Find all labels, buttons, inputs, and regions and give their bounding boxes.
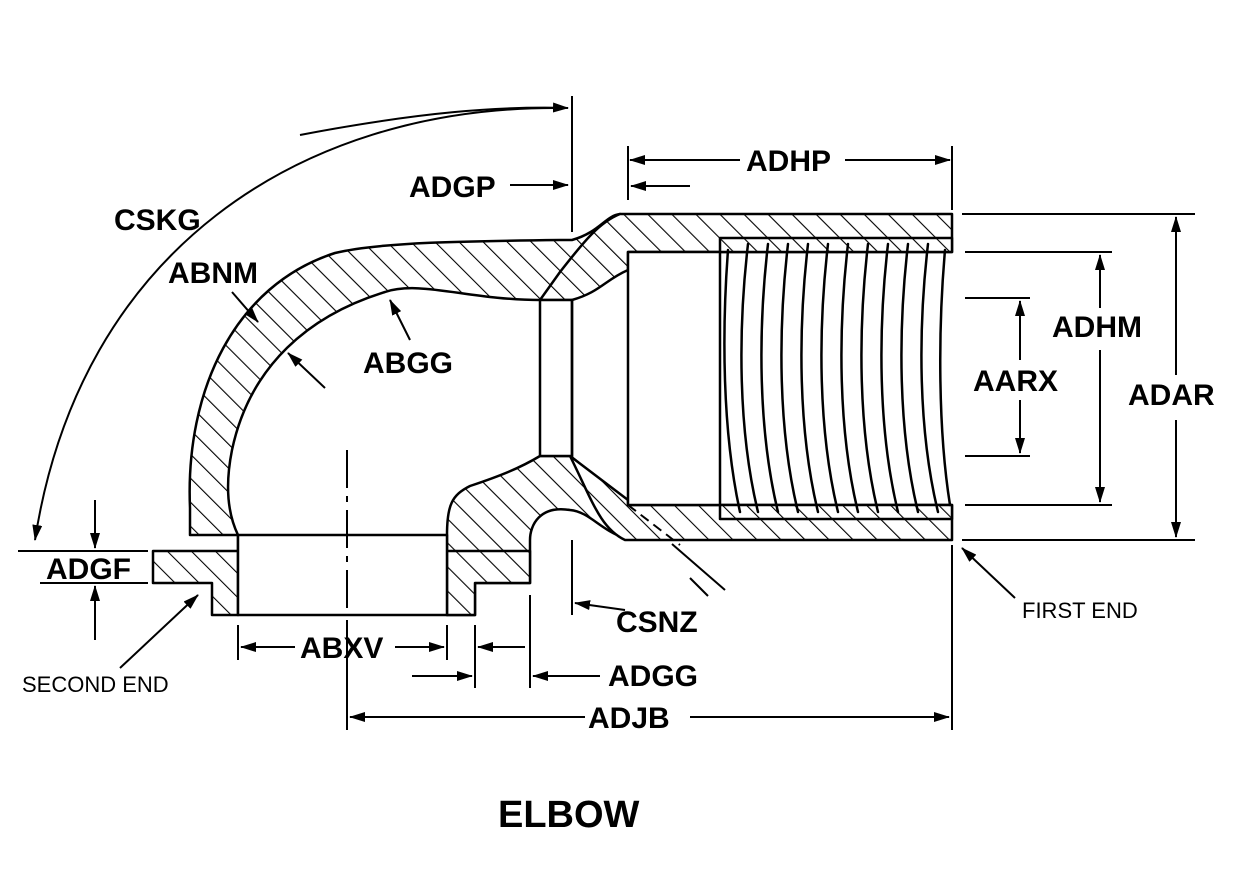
threads [723,242,952,514]
label-csnz: CSNZ [616,606,698,639]
thread-band-top [718,236,954,254]
socket-bore [626,250,722,507]
label-cskg: CSKG [114,204,201,237]
second-end-bore [236,533,449,617]
label-second-end: SECOND END [22,672,169,697]
second-end-flange-right [445,549,532,617]
label-adgg: ADGG [608,660,698,693]
fitting-body [151,212,954,617]
label-adgp: ADGP [409,171,496,204]
label-abnm: ABNM [168,257,258,290]
second-end-flange-left [151,533,240,617]
diagram-title: ELBOW [498,794,640,836]
label-adhm: ADHM [1052,311,1142,344]
label-adgf: ADGF [46,553,131,586]
label-abxv: ABXV [300,632,383,665]
label-aarx: AARX [973,365,1058,398]
label-adhp: ADHP [746,145,831,178]
label-adjb: ADJB [588,702,670,735]
waist-bore [538,298,574,458]
label-first-end: FIRST END [1022,598,1138,623]
dimension-lines [18,96,1195,730]
labels: CSKG ABNM ABGG ADGP ADHP ADHM AARX ADAR … [22,145,1215,836]
label-abgg: ABGG [363,347,453,380]
label-adar: ADAR [1128,379,1215,412]
